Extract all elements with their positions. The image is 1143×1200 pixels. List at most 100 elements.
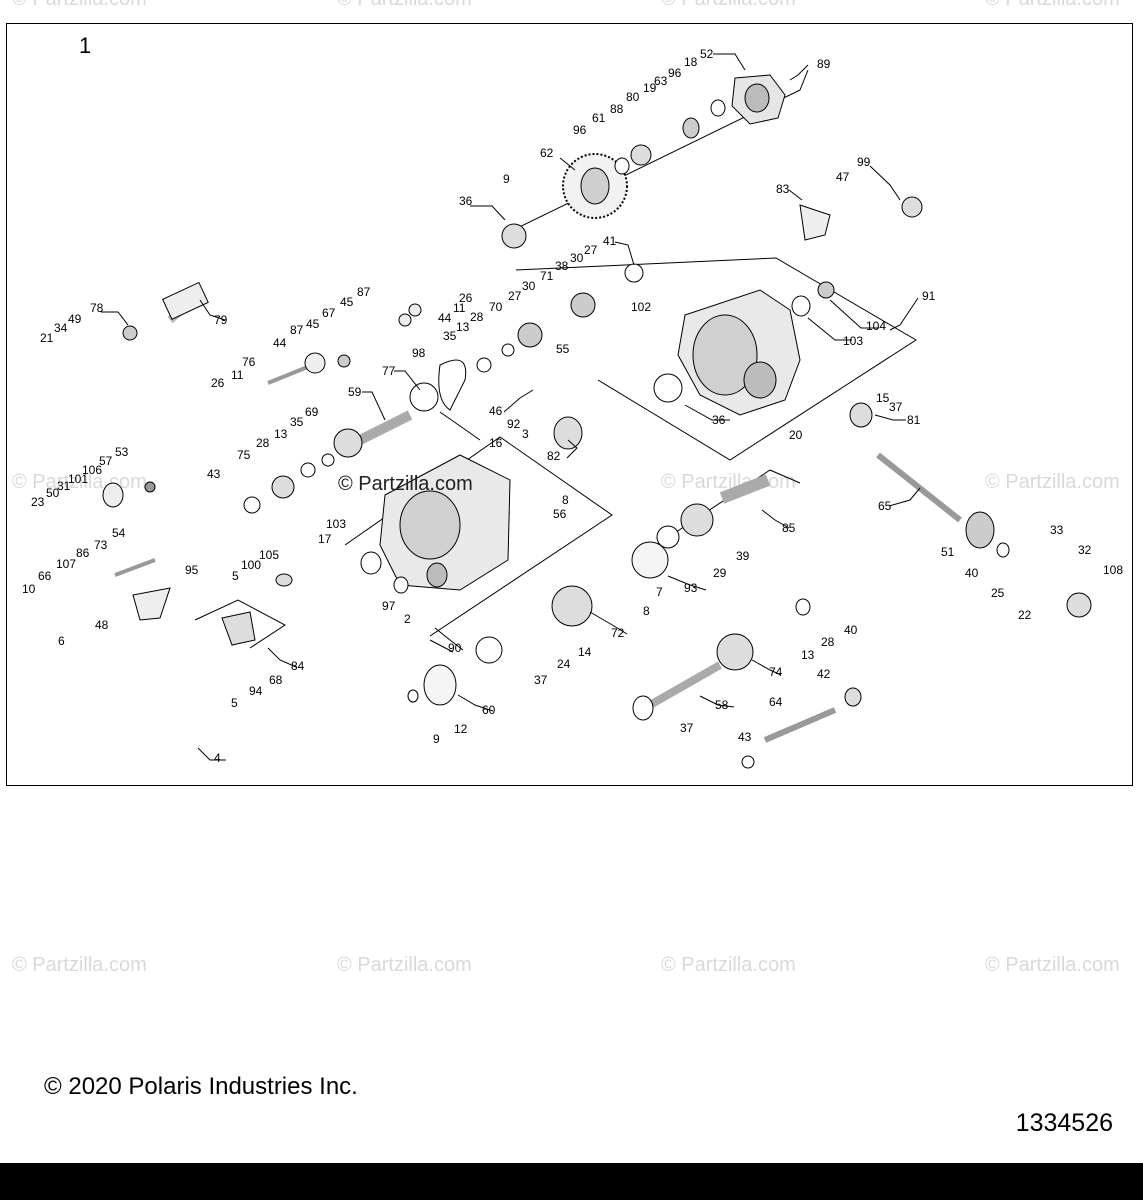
callout-103b: 103 <box>326 517 346 531</box>
leader-lines <box>101 53 921 761</box>
watermark-top-2: © Partzilla.com <box>337 0 472 11</box>
callout-101: 101 <box>68 472 88 486</box>
callout-6: 6 <box>58 634 65 648</box>
callout-30a: 30 <box>570 251 584 265</box>
callout-13c: 13 <box>801 648 815 662</box>
callout-45a: 45 <box>340 295 354 309</box>
callout-68: 68 <box>269 673 283 687</box>
callout-87a: 87 <box>357 285 371 299</box>
callout-86: 86 <box>76 546 90 560</box>
callout-30b: 30 <box>522 279 536 293</box>
callout-91: 91 <box>922 289 936 303</box>
callout-78: 78 <box>90 301 104 315</box>
callout-31: 31 <box>57 479 71 493</box>
watermark-bottom-2: © Partzilla.com <box>337 954 472 976</box>
shafts-and-gears <box>102 196 1092 769</box>
callout-89: 89 <box>817 57 831 71</box>
callout-71: 71 <box>540 269 554 283</box>
callout-57: 57 <box>99 454 113 468</box>
callout-38: 38 <box>555 259 569 273</box>
callout-83: 83 <box>776 182 790 196</box>
callout-67: 67 <box>322 306 336 320</box>
callout-41: 41 <box>603 234 617 248</box>
callout-79: 79 <box>214 313 228 327</box>
callout-8b: 8 <box>643 604 650 618</box>
callout-105: 105 <box>259 548 279 562</box>
callout-49: 49 <box>68 312 82 326</box>
callout-76: 76 <box>242 355 256 369</box>
callout-10: 10 <box>22 582 36 596</box>
callout-35a: 35 <box>443 329 457 343</box>
callout-61: 61 <box>592 111 606 125</box>
callout-14: 14 <box>578 645 592 659</box>
callout-82: 82 <box>547 449 561 463</box>
callout-45b: 45 <box>306 317 320 331</box>
callout-66: 66 <box>38 569 52 583</box>
ring-gear-assembly <box>501 74 786 249</box>
callout-44a: 44 <box>438 311 452 325</box>
callout-56: 56 <box>553 507 567 521</box>
callout-93: 93 <box>684 581 698 595</box>
callout-11b: 11 <box>231 368 244 382</box>
callout-96a: 96 <box>668 66 682 80</box>
callout-98: 98 <box>412 346 426 360</box>
callout-88: 88 <box>610 102 624 116</box>
callout-40b: 40 <box>844 623 858 637</box>
callout-12: 12 <box>454 722 468 736</box>
callout-16: 16 <box>489 436 503 450</box>
bottom-bar <box>0 1163 1143 1200</box>
callout-69: 69 <box>305 405 319 419</box>
callout-75: 75 <box>237 448 251 462</box>
callout-32: 32 <box>1078 543 1092 557</box>
callout-37a: 37 <box>889 400 903 414</box>
copyright-text: © 2020 Polaris Industries Inc. <box>44 1073 358 1100</box>
watermark-bottom-4: © Partzilla.com <box>985 954 1120 976</box>
transmission-case-right <box>653 281 835 416</box>
callout-3: 3 <box>522 427 529 441</box>
watermark-bottom-1: © Partzilla.com <box>12 954 147 976</box>
callout-65: 65 <box>878 499 892 513</box>
watermark-center: © Partzilla.com <box>338 473 473 495</box>
callout-2: 2 <box>404 612 411 626</box>
callout-23: 23 <box>31 495 45 509</box>
callout-48: 48 <box>95 618 109 632</box>
callout-24: 24 <box>557 657 571 671</box>
exploded-parts-diagram: 52 89 18 96 63 19 80 88 61 96 62 99 47 9… <box>22 47 1123 769</box>
watermark-mid-4: © Partzilla.com <box>985 471 1120 493</box>
callout-28a: 28 <box>470 310 484 324</box>
callout-70: 70 <box>489 300 503 314</box>
callout-80: 80 <box>626 90 640 104</box>
callout-27a: 27 <box>584 243 598 257</box>
callout-84: 84 <box>291 659 305 673</box>
callout-9b: 9 <box>433 732 440 746</box>
callout-43a: 43 <box>207 467 221 481</box>
callout-52: 52 <box>700 47 714 61</box>
callout-108: 108 <box>1103 563 1123 577</box>
callout-40a: 40 <box>965 566 979 580</box>
callout-81: 81 <box>907 413 921 427</box>
callout-9a: 9 <box>503 172 510 186</box>
callout-26a: 26 <box>459 291 473 305</box>
callout-37b: 37 <box>534 673 548 687</box>
callout-104: 104 <box>866 319 886 333</box>
callout-13a: 13 <box>456 320 470 334</box>
callout-55: 55 <box>556 342 570 356</box>
callout-25: 25 <box>991 586 1005 600</box>
watermark-top-1: © Partzilla.com <box>12 0 147 11</box>
callout-64: 64 <box>769 695 783 709</box>
callout-63: 63 <box>654 74 668 88</box>
callout-96b: 96 <box>573 123 587 137</box>
callout-106: 106 <box>82 463 102 477</box>
callout-35b: 35 <box>290 415 304 429</box>
callout-43b: 43 <box>738 730 752 744</box>
callout-15: 15 <box>876 391 890 405</box>
callout-18: 18 <box>684 55 698 69</box>
callout-46: 46 <box>489 404 503 418</box>
callout-28b: 28 <box>256 436 270 450</box>
callout-34: 34 <box>54 321 68 335</box>
callout-100: 100 <box>241 558 261 572</box>
callout-5a: 5 <box>232 569 239 583</box>
callout-33: 33 <box>1050 523 1064 537</box>
callout-labels: 52 89 18 96 63 19 80 88 61 96 62 99 47 9… <box>22 47 1123 765</box>
callout-27b: 27 <box>508 289 522 303</box>
